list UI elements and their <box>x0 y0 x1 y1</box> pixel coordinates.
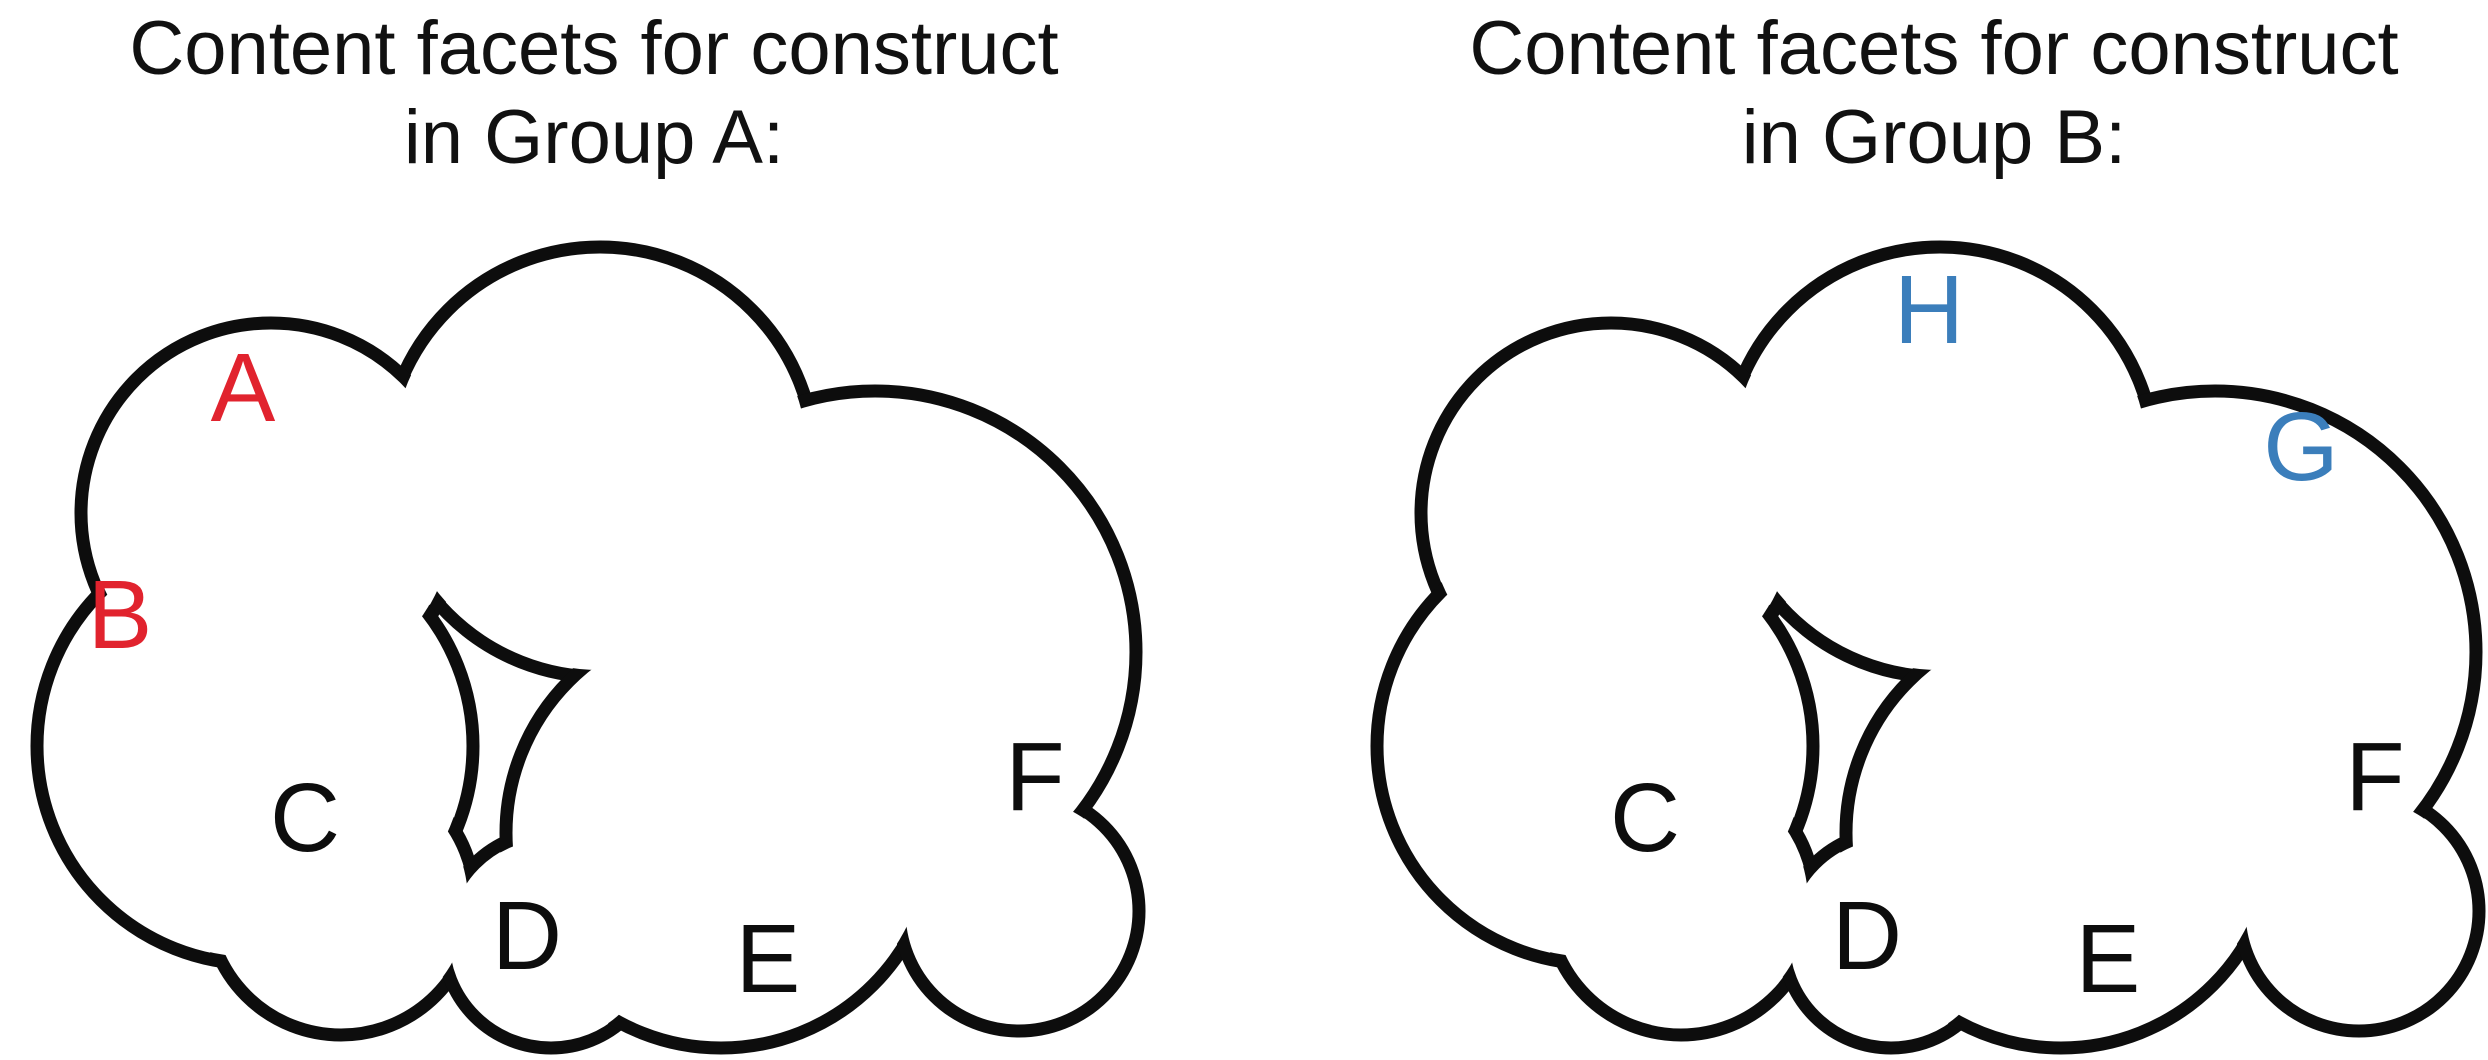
group-a-cloud: A B C D E F <box>30 240 1146 1055</box>
group-b-title-line-1: Content facets for construct <box>1469 6 2399 91</box>
group-b-facet-label-c: C <box>1610 763 1680 872</box>
group-b-facet-label-d: D <box>1832 881 1902 990</box>
group-b-title: Content facets for construct in Group B: <box>1324 4 2488 182</box>
group-a-facet-label-d: D <box>492 881 562 990</box>
group-b-figure: Content facets for construct in Group B:… <box>1370 0 2486 1060</box>
group-a-facet-label-b: B <box>88 560 153 669</box>
group-b-facets: H G C D E F <box>1610 255 2405 1013</box>
cloud-interior <box>44 254 1132 1041</box>
group-a-figure: Content facets for construct in Group A: <box>30 0 1146 1060</box>
group-a-title: Content facets for construct in Group A: <box>0 4 1204 182</box>
group-b-facet-label-f: F <box>2345 722 2404 831</box>
group-a-facet-label-e: E <box>736 904 801 1013</box>
group-b-title-line-2: in Group B: <box>1741 95 2127 180</box>
group-b-cloud: H G C D E F <box>1370 240 2486 1055</box>
group-a-title-line-1: Content facets for construct <box>129 6 1059 91</box>
group-b-facet-label-g: G <box>2263 392 2338 501</box>
cloud-interior <box>1384 254 2472 1041</box>
group-b-facet-label-h: H <box>1894 255 1964 364</box>
group-a-facet-label-c: C <box>270 763 340 872</box>
group-a-facet-label-f: F <box>1005 722 1064 831</box>
group-a-facets: A B C D E F <box>88 333 1065 1013</box>
group-b-facet-label-e: E <box>2076 904 2141 1013</box>
group-a-title-line-2: in Group A: <box>403 95 785 180</box>
group-a-facet-label-a: A <box>211 333 276 442</box>
